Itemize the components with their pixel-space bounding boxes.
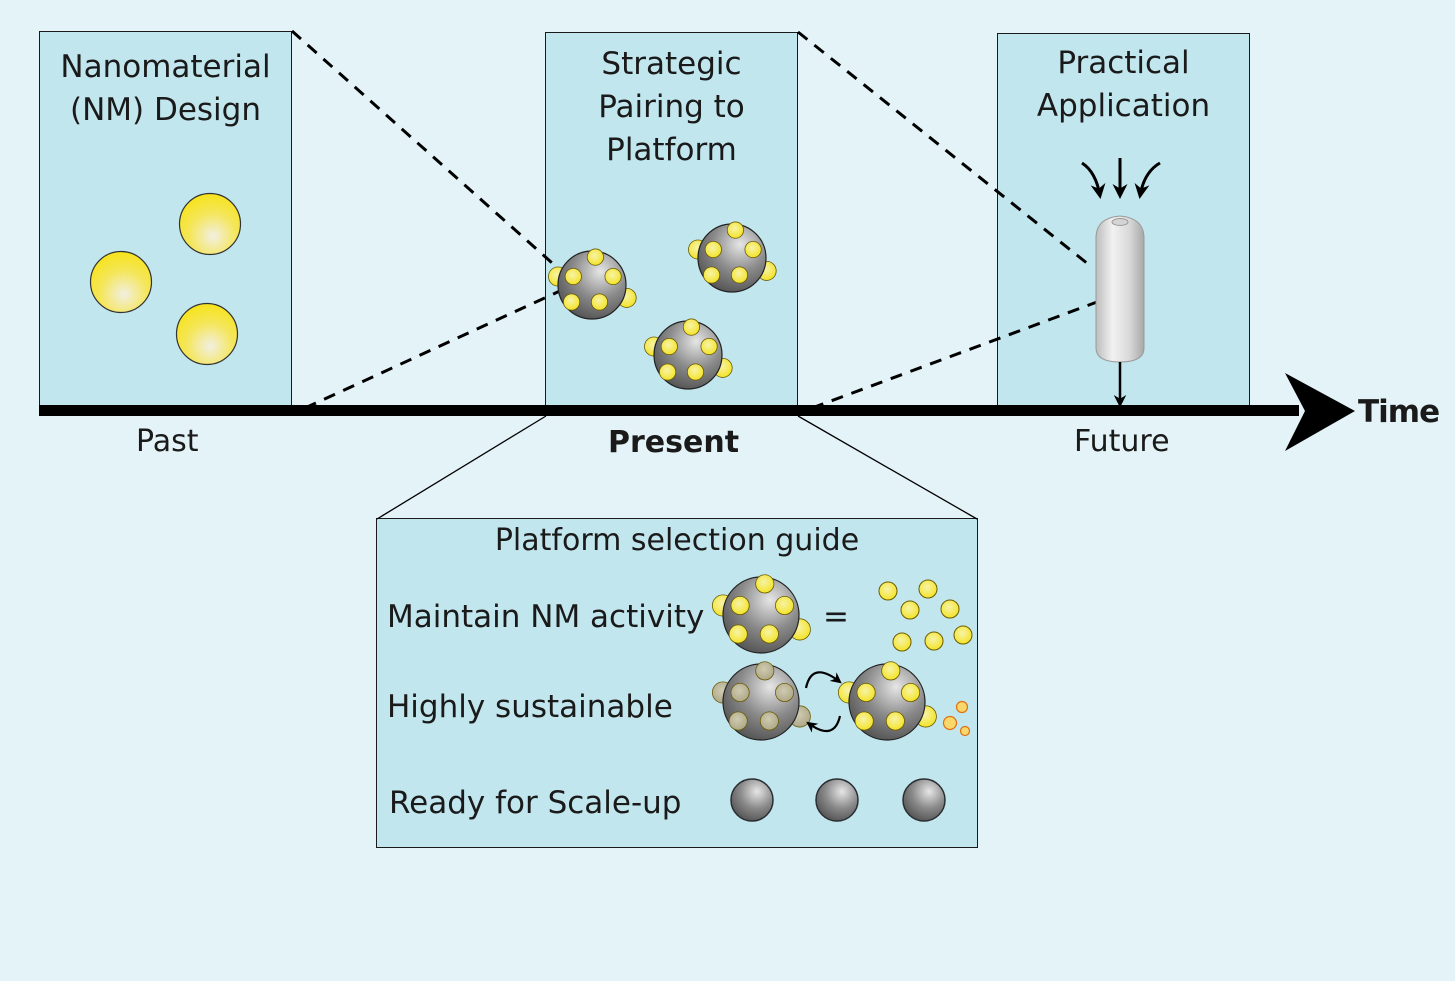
- past-panel: Nanomaterial (NM) Design: [39, 31, 292, 410]
- future-panel-title: Practical Application: [1036, 45, 1211, 124]
- equals-symbol: =: [823, 599, 849, 635]
- future-panel: Practical Application: [997, 33, 1250, 410]
- present-panel-title: Strategic Pairing to Platform: [598, 46, 745, 168]
- present-panel: Strategic Pairing to Platform: [545, 32, 798, 410]
- guide-title: Platform selection guide: [494, 523, 860, 558]
- timeline-arrowhead-icon: [1285, 373, 1355, 451]
- past-label: Past: [136, 424, 199, 459]
- time-axis-label: Time: [1358, 394, 1440, 430]
- platform-selection-guide: Platform selection guide Maintain NM act…: [376, 518, 978, 848]
- present-label: Present: [608, 425, 740, 460]
- guide-row-label: Maintain NM activity: [387, 599, 705, 635]
- guide-row-label: Ready for Scale-up: [389, 785, 682, 821]
- future-label: Future: [1074, 424, 1170, 459]
- guide-row-label: Highly sustainable: [387, 689, 673, 725]
- past-panel-title: Nanomaterial (NM) Design: [60, 49, 271, 128]
